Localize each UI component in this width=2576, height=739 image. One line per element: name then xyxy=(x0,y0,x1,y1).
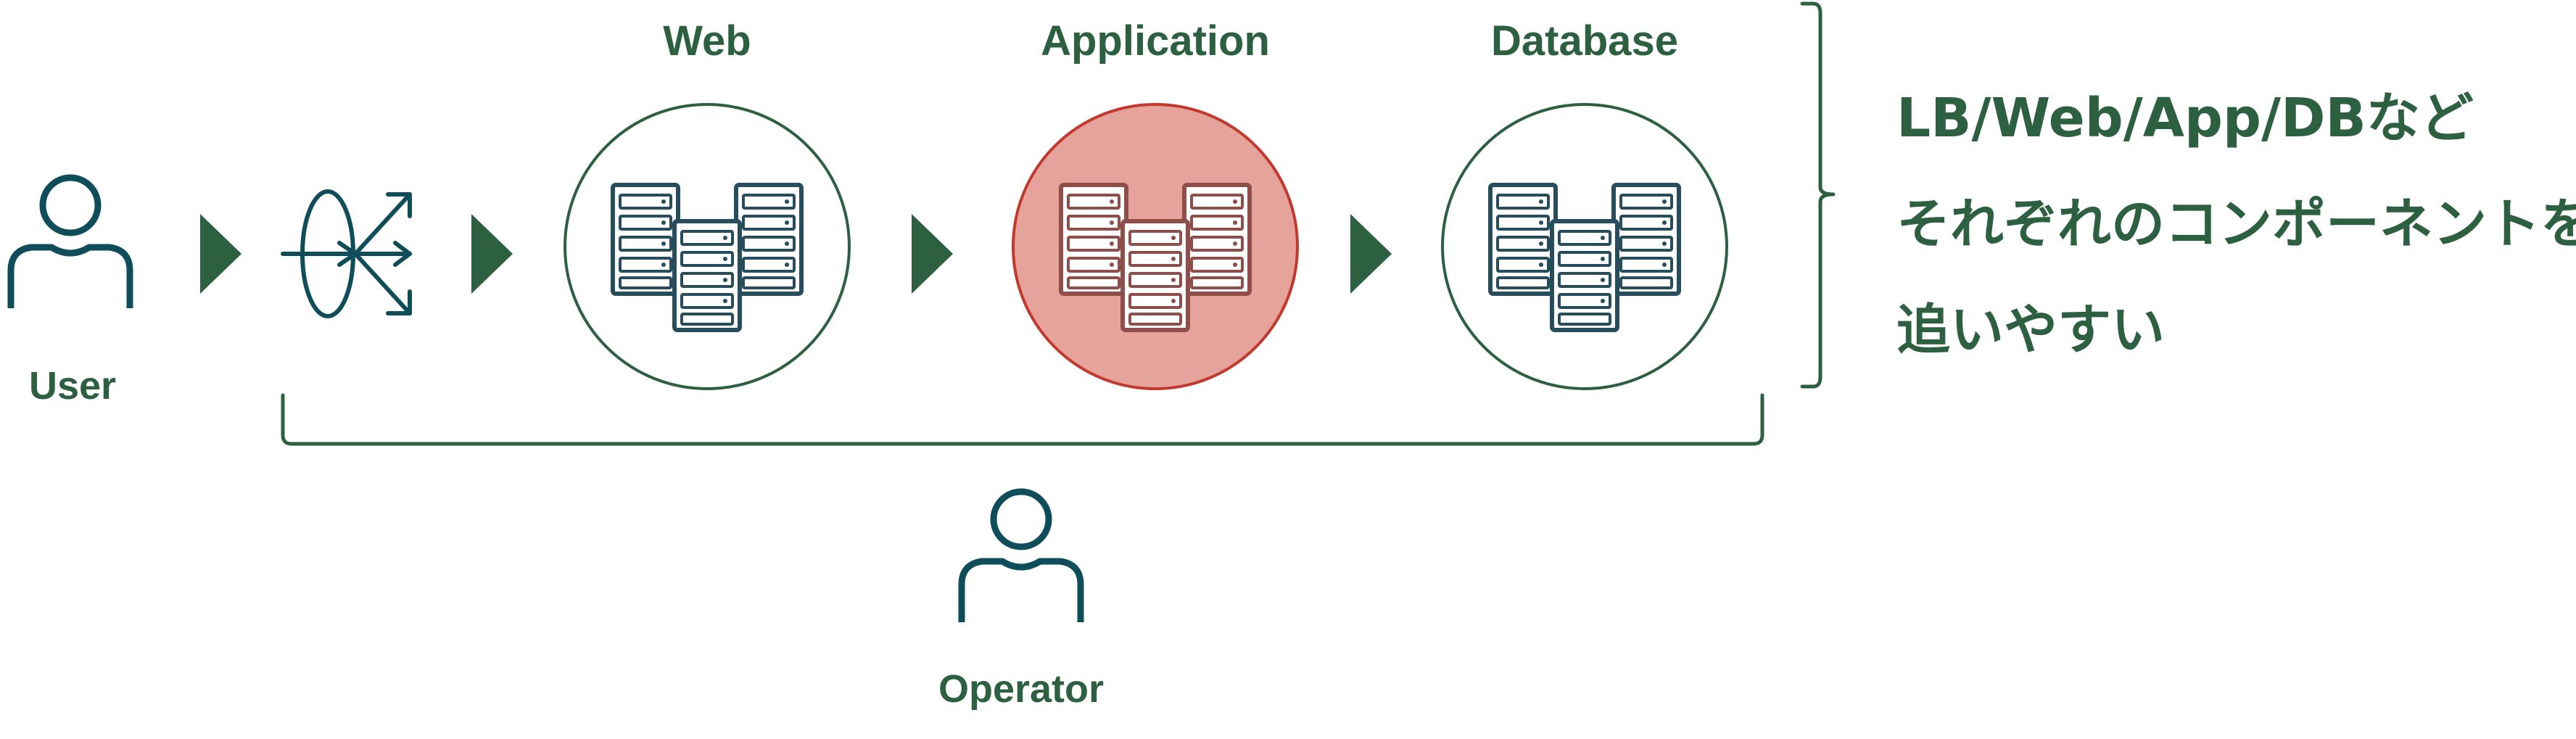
application-tier-label: Application xyxy=(1041,17,1270,65)
arrow-web-to-app-icon xyxy=(912,214,953,294)
web-tier-label: Web xyxy=(663,17,751,65)
arrow-user-to-lb-icon xyxy=(200,214,242,294)
operator-scope-bracket xyxy=(281,393,1764,446)
operator-label: Operator xyxy=(938,667,1105,711)
note-curly-brace xyxy=(1800,1,1836,389)
note-text: LB/Web/App/DBなど それぞれのコンポーネントを 追いやすい xyxy=(1896,65,2576,383)
user-label: User xyxy=(28,364,117,408)
note-line: LB/Web/App/DBなど xyxy=(1896,87,2474,149)
operator-icon xyxy=(962,492,1081,622)
load-balancer-icon xyxy=(281,189,412,318)
web-tier xyxy=(564,103,851,390)
arrow-lb-to-web-icon xyxy=(471,214,513,294)
database-tier-label: Database xyxy=(1491,17,1678,65)
database-tier xyxy=(1441,103,1728,390)
flow-arrows xyxy=(200,214,1392,294)
user-icon xyxy=(11,178,130,308)
note-line: 追いやすい xyxy=(1896,299,2165,361)
application-tier xyxy=(1012,103,1299,390)
note-line: それぞれのコンポーネントを xyxy=(1896,193,2576,255)
arrow-app-to-db-icon xyxy=(1350,214,1392,294)
